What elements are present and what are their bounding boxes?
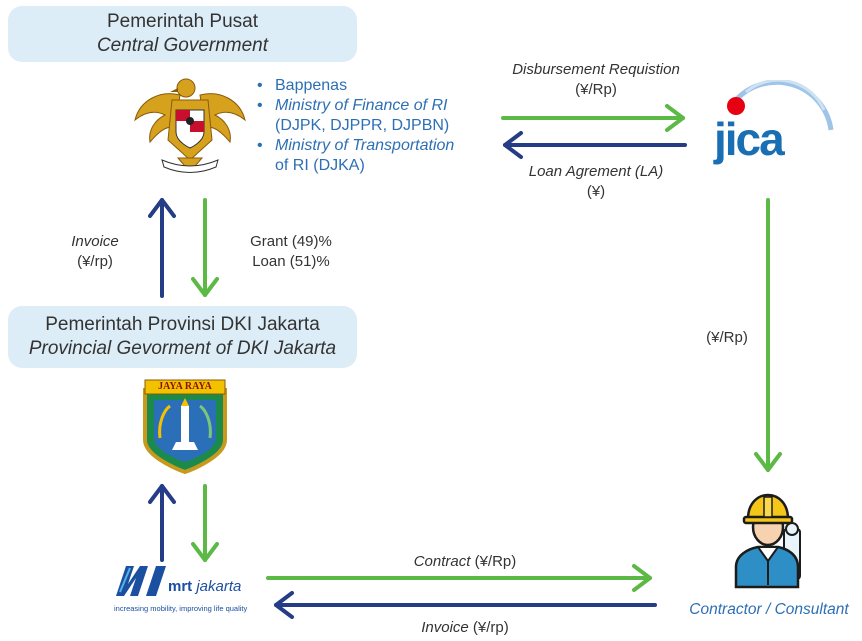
invoice-left-unit: (¥/rp) bbox=[77, 253, 113, 270]
right-flow-label: (¥/Rp) bbox=[706, 329, 748, 346]
disbursement-unit: (¥/Rp) bbox=[575, 81, 617, 98]
contractor-label: Contractor / Consultant bbox=[689, 601, 849, 618]
jica-logo: jica bbox=[706, 80, 846, 170]
central-government-title: Pemerintah Pusat bbox=[106, 11, 259, 32]
invoice-left-label: Invoice bbox=[71, 233, 119, 250]
disbursement-label: Disbursement Requistion bbox=[512, 61, 680, 78]
jaya-raya-emblem: JAYA RAYA bbox=[140, 378, 230, 474]
contract-label-block: Contract (¥/Rp) bbox=[370, 552, 560, 572]
ministry-item: Ministry of Transportation of RI (DJKA) bbox=[255, 136, 495, 176]
ministry-detail: of RI (DJKA) bbox=[275, 157, 365, 174]
jaya-raya-banner: JAYA RAYA bbox=[158, 381, 212, 392]
provincial-government-subtitle: Provincial Gevorment of DKI Jakarta bbox=[28, 338, 337, 359]
ministry-name: Bappenas bbox=[275, 77, 348, 94]
mrt-jakarta-logo: mrt jakarta increasing mobility, improvi… bbox=[112, 562, 262, 622]
jica-logo-text: jica bbox=[714, 113, 785, 165]
loan-agreement-unit: (¥) bbox=[586, 183, 606, 200]
contract-arrow bbox=[266, 564, 652, 592]
ministry-detail: (DJPK, DJPPR, DJPBN) bbox=[275, 117, 450, 134]
invoice-up-arrow bbox=[148, 198, 176, 298]
grant-label: Grant (49)% bbox=[250, 233, 332, 250]
invoice-bottom-unit: (¥/rp) bbox=[472, 619, 509, 636]
contract-label: Contract bbox=[413, 553, 471, 570]
loan-agreement-label-block: Loan Agrement (LA) (¥) bbox=[486, 162, 706, 202]
invoice-bottom-label-block: Invoice (¥/rp) bbox=[370, 618, 560, 638]
ministry-item: Ministry of Finance of RI (DJPK, DJPPR, … bbox=[255, 96, 495, 136]
ministry-name: Ministry of Transportation bbox=[275, 137, 455, 154]
mrt-logo-text: mrt bbox=[168, 578, 193, 595]
mrt-tagline: increasing mobility, improving life qual… bbox=[114, 604, 248, 613]
mrt-invoice-up-arrow bbox=[148, 484, 176, 562]
loan-label: Loan (51)% bbox=[252, 253, 330, 270]
mrt-logo-italic: jakarta bbox=[196, 578, 242, 595]
grant-loan-label-block: Grant (49)% Loan (51)% bbox=[226, 232, 356, 272]
jica-down-arrow bbox=[754, 198, 782, 472]
central-government-subtitle: Central Government bbox=[96, 35, 269, 56]
disbursement-label-block: Disbursement Requistion (¥/Rp) bbox=[486, 60, 706, 100]
provincial-government-title: Pemerintah Provinsi DKI Jakarta bbox=[45, 314, 320, 335]
disbursement-arrow bbox=[501, 104, 685, 132]
loan-agreement-arrow bbox=[503, 131, 687, 159]
provincial-government-box: Pemerintah Provinsi DKI Jakarta Provinci… bbox=[8, 306, 357, 368]
ministry-item: Bappenas bbox=[255, 76, 495, 96]
central-government-box: Pemerintah Pusat Central Government bbox=[8, 6, 357, 62]
ministry-name: Ministry of Finance of RI bbox=[275, 97, 448, 114]
contract-unit: (¥/Rp) bbox=[474, 553, 517, 570]
loan-agreement-label: Loan Agrement (LA) bbox=[528, 163, 664, 180]
invoice-bottom-arrow bbox=[274, 591, 657, 619]
mrt-down-arrow bbox=[191, 484, 219, 562]
grant-loan-down-arrow bbox=[191, 198, 219, 297]
invoice-left-label-block: Invoice (¥/rp) bbox=[40, 232, 150, 272]
ministry-list: Bappenas Ministry of Finance of RI (DJPK… bbox=[255, 76, 495, 176]
contractor-icon bbox=[728, 485, 808, 590]
invoice-bottom-label: Invoice bbox=[421, 619, 469, 636]
